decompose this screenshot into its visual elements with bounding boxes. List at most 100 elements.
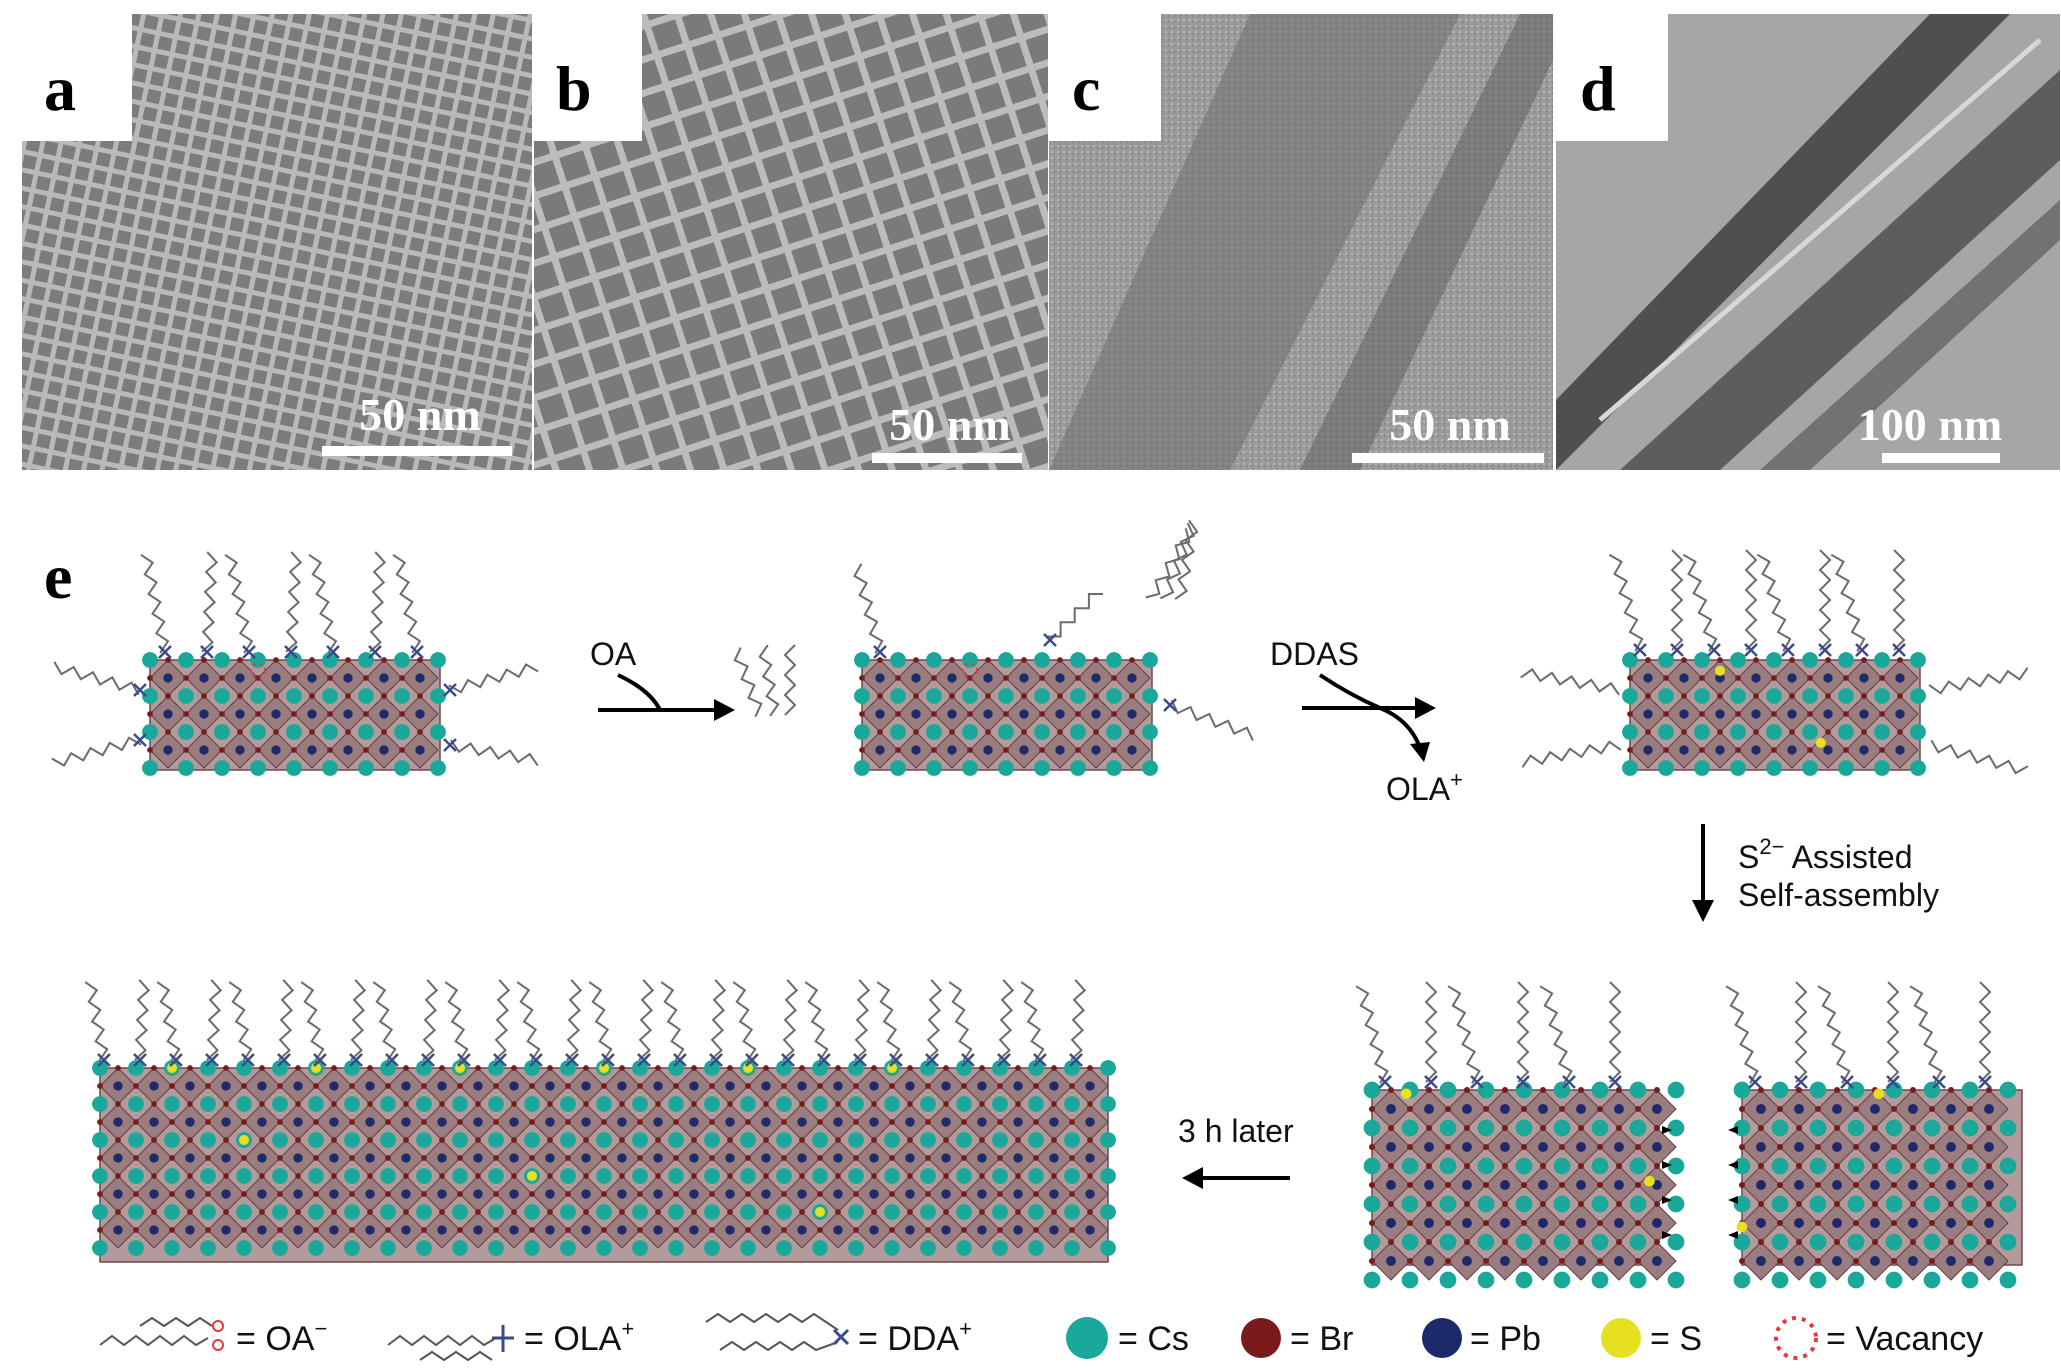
pb-atom xyxy=(1652,1218,1662,1228)
cs-atom xyxy=(178,724,194,740)
ligand-head xyxy=(133,683,147,697)
br-atom xyxy=(223,1137,229,1143)
cs-atom xyxy=(1070,688,1086,704)
br-atom xyxy=(565,1155,571,1161)
br-atom xyxy=(493,1119,499,1125)
cs-atom xyxy=(848,1060,864,1076)
br-atom xyxy=(637,1083,643,1089)
ligand-chain xyxy=(1818,549,1832,651)
cs-atom xyxy=(1771,1119,1789,1137)
br-atom xyxy=(1033,1119,1039,1125)
br-atom xyxy=(1501,1238,1509,1246)
cs-atom xyxy=(488,1060,504,1076)
cs-atom xyxy=(560,1240,576,1256)
br-atom xyxy=(1003,675,1009,681)
pb-atom xyxy=(163,673,173,683)
cs-atom xyxy=(1667,1119,1685,1137)
br-atom xyxy=(511,1065,517,1071)
br-atom xyxy=(295,1101,301,1107)
cs-atom xyxy=(1802,652,1818,668)
pb-atom xyxy=(833,1117,843,1127)
br-atom xyxy=(1843,747,1849,753)
cs-atom xyxy=(1591,1119,1609,1137)
cs-atom xyxy=(1694,652,1710,668)
br-atom xyxy=(169,1083,175,1089)
pb-atom xyxy=(1386,1180,1396,1190)
cs-atom xyxy=(992,1204,1008,1220)
pb-atom xyxy=(1870,1104,1880,1114)
cs-atom xyxy=(1885,1233,1903,1251)
cs-atom xyxy=(1771,1233,1789,1251)
ligand-chain xyxy=(51,736,142,767)
cs-atom xyxy=(1999,1195,2017,1213)
cs-atom xyxy=(286,724,302,740)
br-atom xyxy=(439,1101,445,1107)
pb-atom xyxy=(1679,673,1689,683)
br-atom xyxy=(961,1083,967,1089)
br-atom xyxy=(1681,693,1687,699)
pb-atom xyxy=(1870,1142,1880,1152)
cs-atom xyxy=(200,1096,216,1112)
ligand-chain xyxy=(733,647,763,718)
br-atom xyxy=(493,1155,499,1161)
cs-atom xyxy=(884,1240,900,1256)
br-atom xyxy=(1947,1124,1955,1132)
br-atom xyxy=(169,1155,175,1161)
br-atom xyxy=(457,1119,463,1125)
cs-atom xyxy=(1766,760,1782,776)
br-atom xyxy=(475,1065,481,1071)
br-atom xyxy=(403,1209,409,1215)
cs-atom xyxy=(812,1168,828,1184)
pb-atom xyxy=(1895,673,1905,683)
pb-atom xyxy=(545,1225,555,1235)
tem-panel-c: c 50 nm xyxy=(1049,14,1553,470)
br-atom xyxy=(529,1191,535,1197)
br-atom xyxy=(403,1173,409,1179)
br-atom xyxy=(1482,1105,1490,1113)
cs-atom xyxy=(272,1132,288,1148)
pb-atom xyxy=(1614,1142,1624,1152)
cs-atom xyxy=(1363,1157,1381,1175)
ligand-head xyxy=(1818,643,1832,657)
cs-atom xyxy=(776,1240,792,1256)
br-atom xyxy=(745,1227,751,1233)
ligand-chain xyxy=(1756,553,1792,652)
pb-atom xyxy=(401,1189,411,1199)
br-atom xyxy=(859,675,865,681)
cs-atom xyxy=(236,1096,252,1112)
br-atom xyxy=(691,1065,697,1071)
pb-atom xyxy=(797,1225,807,1235)
pb-atom xyxy=(1462,1180,1472,1190)
br-atom xyxy=(1558,1219,1566,1227)
br-atom xyxy=(1928,1105,1936,1113)
cs-atom xyxy=(1106,724,1122,740)
pb-atom xyxy=(869,1117,879,1127)
br-atom xyxy=(967,675,973,681)
ligand-chain xyxy=(1886,981,1900,1083)
cs-atom xyxy=(214,652,230,668)
cs-atom xyxy=(848,1132,864,1148)
br-atom xyxy=(1069,1083,1075,1089)
pb-atom xyxy=(149,1117,159,1127)
br-atom xyxy=(313,1155,319,1161)
br-atom xyxy=(1033,1083,1039,1089)
br-atom xyxy=(1852,1257,1860,1265)
br-atom xyxy=(1539,1124,1547,1132)
cs-atom xyxy=(1802,688,1818,704)
pb-atom xyxy=(653,1081,663,1091)
cs-atom xyxy=(250,760,266,776)
ligand-head xyxy=(277,1053,291,1067)
pb-atom xyxy=(869,1225,879,1235)
cs-atom xyxy=(416,1132,432,1148)
s-atom xyxy=(238,1134,250,1146)
s-atom-icon xyxy=(1601,1318,1641,1358)
cs-atom xyxy=(214,688,230,704)
br-atom xyxy=(385,1083,391,1089)
pb-atom xyxy=(545,1153,555,1163)
pb-atom xyxy=(1055,745,1065,755)
cs-atom xyxy=(214,724,230,740)
cs-atom xyxy=(286,760,302,776)
cs-atom xyxy=(1771,1271,1789,1289)
cs-atom xyxy=(200,1168,216,1184)
br-atom xyxy=(313,1191,319,1197)
